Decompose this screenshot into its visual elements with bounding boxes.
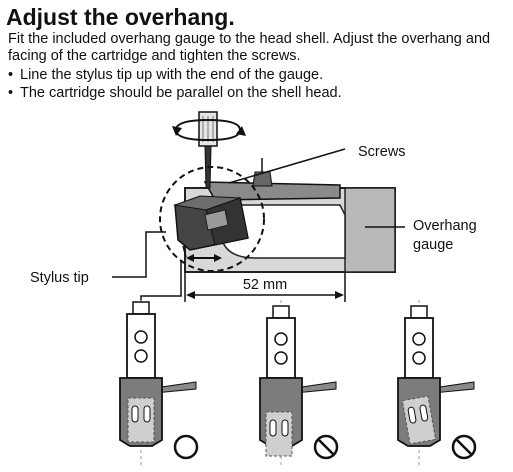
stylus-leader — [112, 231, 166, 278]
dimension-52mm — [184, 272, 346, 302]
bullet-item: •The cartridge should be parallel on the… — [8, 85, 342, 101]
gauge-label-line2: gauge — [413, 237, 453, 253]
prohibited-icon — [451, 434, 477, 460]
example-incorrect-1 — [259, 300, 337, 468]
magnifier-circle — [159, 166, 265, 272]
screws-label: Screws — [358, 144, 406, 160]
rotation-arrow-icon — [172, 118, 246, 142]
cartridge — [173, 195, 249, 258]
head-shell — [203, 158, 341, 201]
page-title: Adjust the overhang. — [6, 4, 235, 30]
prohibited-icon — [313, 434, 339, 460]
gauge-label-line1: Overhang — [413, 218, 477, 234]
example-incorrect-2 — [397, 300, 475, 468]
circle-ok-icon — [173, 434, 199, 460]
dimension-label: 52 mm — [243, 277, 287, 293]
intro-text: Fit the included overhang gauge to the h… — [8, 31, 491, 64]
bullet-list: •Line the stylus tip up with the end of … — [8, 66, 342, 102]
example-correct — [119, 300, 197, 468]
bullet-item: •Line the stylus tip up with the end of … — [8, 67, 324, 83]
screws-leader — [228, 148, 346, 184]
stylus-tip-label: Stylus tip — [30, 270, 89, 286]
screwdriver — [198, 111, 218, 189]
overhang-arrow — [186, 254, 222, 262]
